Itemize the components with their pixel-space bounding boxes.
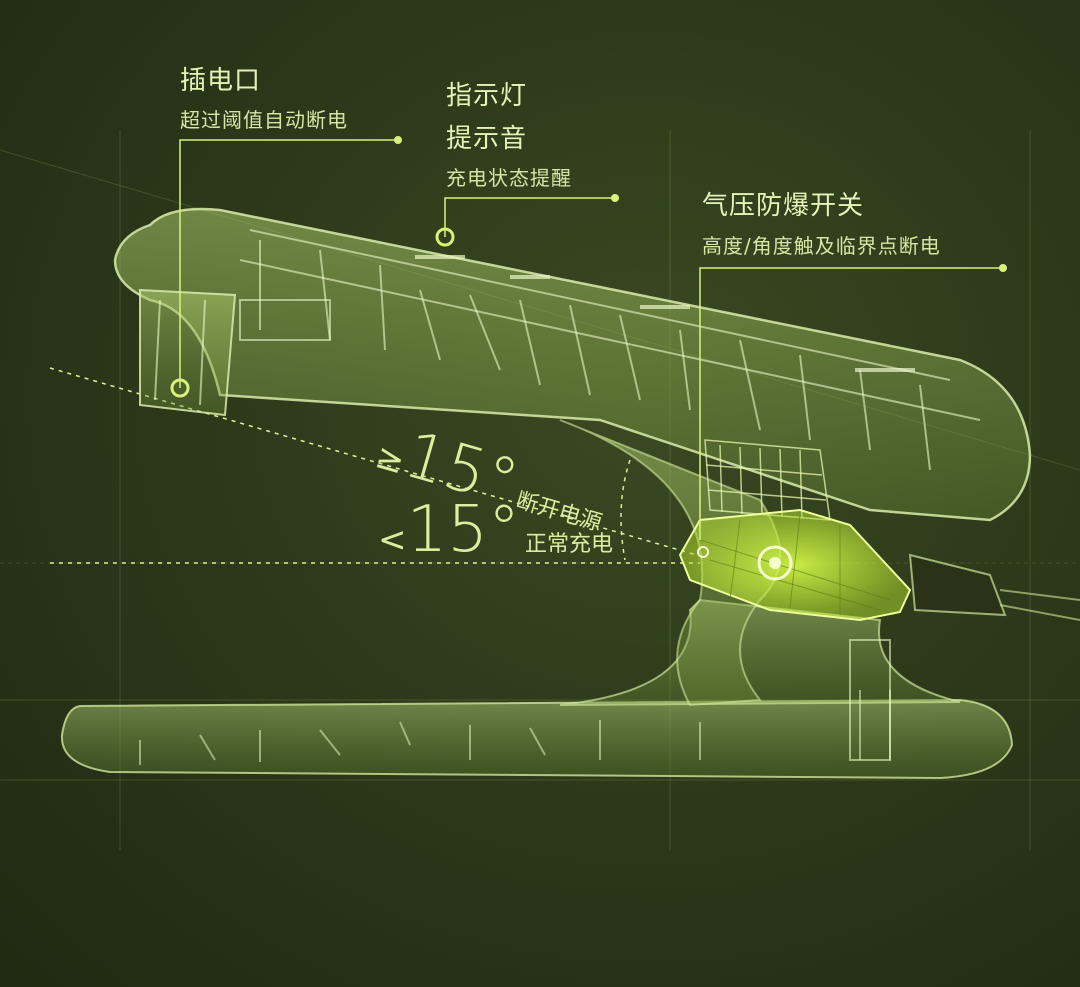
plug-subtitle: 超过阈值自动断电 — [180, 108, 348, 132]
angle-under-label: 正常充电 — [525, 532, 614, 557]
pressure-switch-highlight — [678, 508, 912, 622]
device-base — [60, 598, 1014, 780]
pressure-switch-subtitle: 高度/角度触及临界点断电 — [702, 234, 941, 258]
callout-leaders — [179, 139, 1003, 540]
plug-title: 插电口 — [180, 66, 262, 96]
pressure-switch-title: 气压防爆开关 — [702, 191, 865, 221]
callout-markers — [170, 136, 1007, 398]
indicator-title-line1: 指示灯 — [446, 81, 528, 111]
angle-under-value: 15° — [406, 493, 520, 567]
internal-mechanism — [704, 439, 831, 521]
angle-under-group: <15° 正常充电 — [378, 498, 613, 562]
power-cable — [908, 553, 1080, 621]
device-upper-body — [113, 207, 1032, 522]
indicator-subtitle: 充电状态提醒 — [446, 166, 572, 190]
angle-guides — [49, 367, 701, 564]
angle-under-symbol: < — [378, 520, 407, 560]
indicator-title-line2: 提示音 — [446, 124, 528, 154]
